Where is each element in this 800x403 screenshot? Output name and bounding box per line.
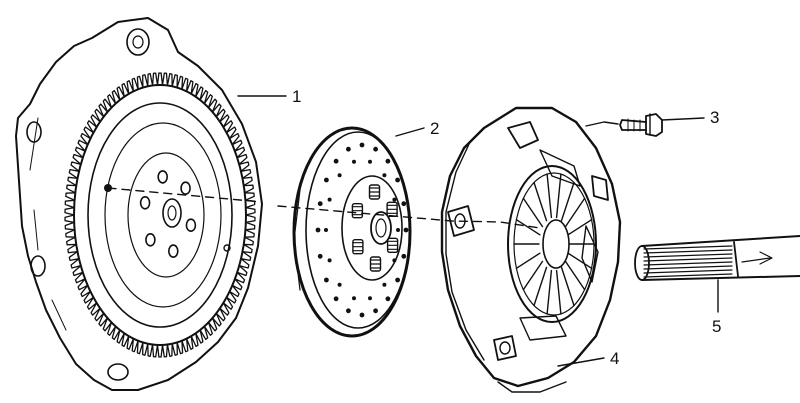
disc-rivet	[382, 282, 387, 287]
disc-rivet	[327, 197, 332, 202]
alignment-axis-line	[107, 187, 541, 229]
disc-rivet	[315, 227, 321, 233]
housing-boss-left	[26, 121, 42, 143]
disc-rivet	[352, 296, 356, 301]
diaphragm-spring-outer	[507, 165, 597, 323]
disc-rivet	[346, 146, 351, 152]
damper-spring	[369, 256, 382, 272]
disc-rivet	[352, 159, 356, 164]
clutch-disc-hub-plate	[341, 175, 403, 281]
input-shaft-splines	[643, 245, 733, 278]
disc-rivet	[324, 277, 329, 283]
disc-rivet	[401, 201, 407, 207]
cover-lug-left	[447, 205, 475, 237]
diaphragm-spring-center	[542, 219, 570, 269]
diaphragm-finger-slots	[513, 173, 595, 315]
flywheel-hub-bolts	[139, 170, 197, 258]
disc-rivet	[373, 308, 378, 314]
mounting-bolt	[619, 113, 663, 137]
clutch-disc-rivets	[315, 142, 409, 318]
damper-spring	[352, 238, 364, 255]
disc-rivet	[337, 282, 342, 287]
flywheel-friction-face	[87, 102, 233, 328]
flywheel-rim	[73, 84, 247, 346]
disc-rivet	[333, 158, 339, 164]
disc-rivet	[324, 228, 328, 232]
disc-rivet	[359, 312, 365, 318]
disc-rivet	[382, 173, 387, 178]
cover-lug-bottom	[493, 335, 517, 361]
disc-rivet	[317, 253, 323, 259]
callout-4: 4	[610, 349, 619, 368]
disc-rivet	[396, 228, 400, 232]
disc-rivet	[346, 308, 351, 314]
disc-rivet	[373, 146, 378, 152]
disc-rivet	[395, 177, 400, 183]
bolt-shank	[619, 119, 647, 131]
leader-line-2	[395, 127, 425, 137]
bolt-head	[645, 113, 663, 137]
housing-boss-top	[126, 28, 150, 56]
flywheel-pilot-bore	[162, 198, 182, 228]
callout-1: 1	[292, 87, 301, 106]
disc-rivet	[401, 253, 407, 259]
callouts: 1 2 3 4 5	[237, 87, 721, 368]
disc-rivet	[333, 296, 339, 302]
clutch-disc-damper-springs	[351, 184, 399, 272]
flywheel-ring-gear	[64, 72, 256, 358]
disc-rivet	[385, 158, 391, 164]
disc-rivet	[368, 159, 372, 164]
input-shaft-body	[641, 235, 800, 281]
disc-rivet	[368, 296, 372, 301]
pressure-plate	[440, 106, 622, 393]
ring-gear-teeth	[64, 72, 256, 358]
housing-boss-lower-left	[30, 255, 46, 277]
damper-spring	[386, 201, 398, 218]
leader-line-3b	[585, 121, 619, 127]
disc-rivet	[395, 277, 400, 283]
clutch-disc	[292, 126, 412, 338]
callout-2: 2	[430, 119, 439, 138]
hub-bolt	[180, 181, 191, 195]
clutch-disc-outer-edge	[292, 126, 412, 338]
disc-rivet	[324, 177, 329, 183]
clutch-housing-plate	[15, 17, 263, 391]
flywheel-assembly	[15, 17, 263, 391]
hub-bolt	[139, 196, 151, 210]
leader-line-3	[661, 117, 705, 121]
spline-grooves	[643, 245, 733, 278]
callout-3: 3	[710, 108, 719, 127]
damper-spring	[351, 202, 364, 219]
hub-bolt	[168, 244, 179, 258]
damper-spring	[368, 184, 381, 200]
disc-rivet	[385, 296, 391, 302]
pressure-plate-cover	[440, 106, 622, 388]
cover-lug-top	[507, 121, 539, 149]
disc-rivet	[327, 258, 332, 263]
disc-rivet	[359, 142, 365, 148]
input-shaft	[634, 235, 800, 281]
damper-spring	[386, 237, 399, 254]
disc-rivet	[403, 227, 409, 233]
hub-bolt	[157, 170, 168, 184]
disc-rivet	[392, 197, 397, 202]
diaphragm-spring-fingers	[513, 172, 595, 316]
callout-5: 5	[712, 317, 721, 336]
disc-rivet	[337, 173, 342, 178]
hub-bolt	[185, 218, 197, 232]
clutch-disc-splined-hub	[370, 211, 392, 245]
disc-rivet	[317, 201, 323, 207]
leader-line-4	[557, 357, 605, 367]
hub-bolt	[145, 233, 156, 247]
housing-boss-bottom	[107, 363, 129, 381]
